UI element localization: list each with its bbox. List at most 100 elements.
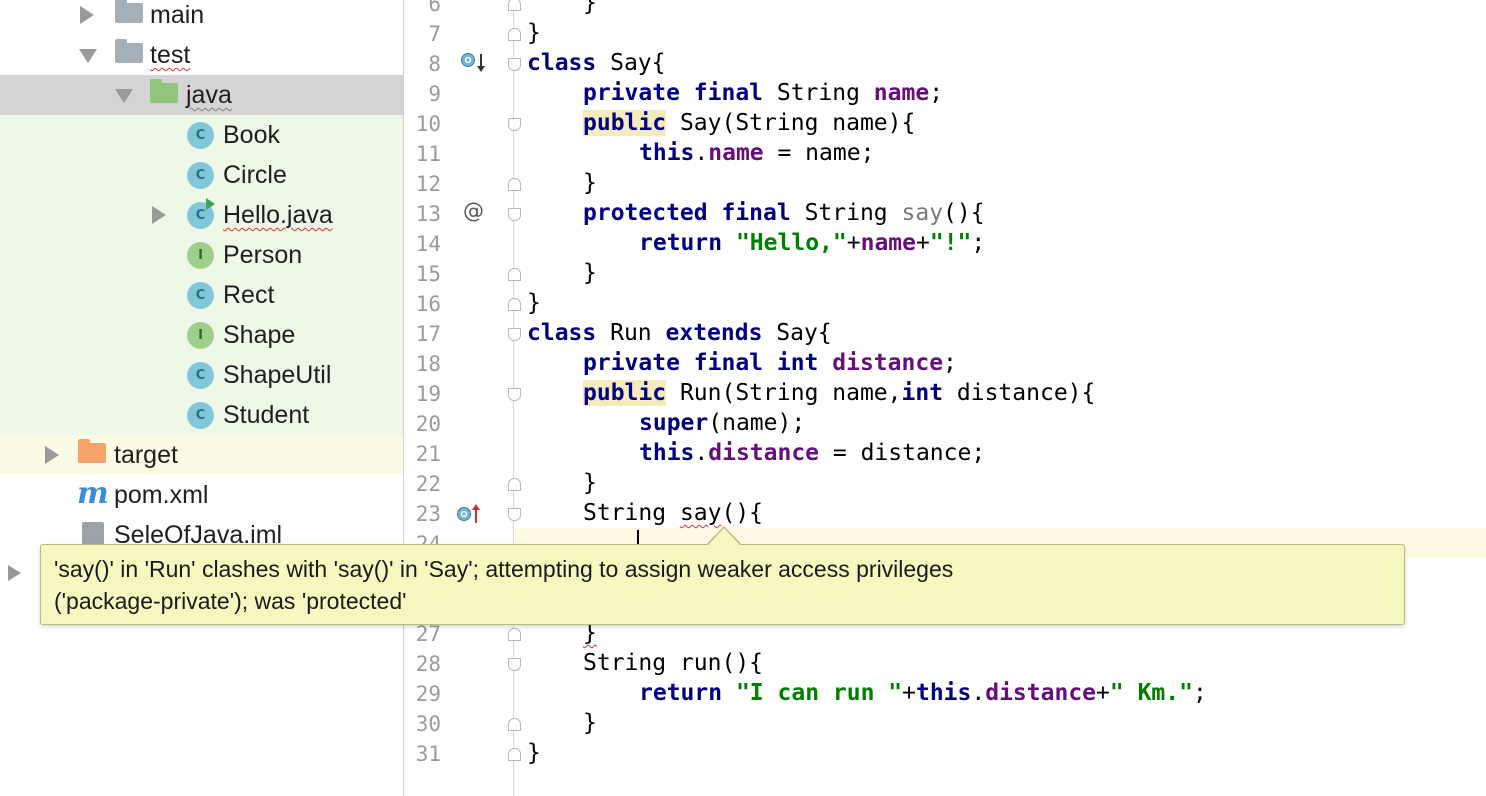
- code-line: public Run(String name,int distance){: [583, 378, 1095, 408]
- code-token: Run: [596, 320, 666, 346]
- fold-marker-icon[interactable]: [508, 748, 521, 761]
- code-line: }: [527, 740, 541, 766]
- tree-item-class[interactable]: C Rect: [0, 275, 403, 315]
- keyword: super: [639, 410, 709, 436]
- line-number: 27: [415, 622, 441, 646]
- expand-arrow-icon[interactable]: [45, 446, 59, 464]
- line-number: 29: [415, 682, 441, 706]
- keyword: private final int: [583, 350, 819, 376]
- string-literal: "Hello,": [735, 230, 847, 256]
- tree-item-label: Shape: [223, 321, 296, 349]
- fold-marker-icon[interactable]: [508, 118, 521, 131]
- code-token: (name);: [708, 410, 806, 436]
- code-token: distance){: [943, 380, 1096, 406]
- fold-marker-icon[interactable]: [508, 58, 521, 71]
- fold-marker-icon[interactable]: [508, 628, 521, 641]
- fold-marker-icon[interactable]: [508, 718, 521, 731]
- code-token: +: [846, 230, 861, 256]
- tree-item-main[interactable]: main: [0, 0, 403, 35]
- keyword: this: [639, 140, 695, 166]
- fold-marker-icon[interactable]: [508, 178, 521, 191]
- keyword: int: [901, 380, 944, 406]
- line-number: 30: [415, 712, 441, 736]
- class-icon: C: [187, 362, 214, 389]
- code-token: .: [971, 680, 986, 706]
- code-line: }: [583, 710, 597, 736]
- tree-item-class[interactable]: C Hello.java: [0, 195, 403, 235]
- fold-marker-icon[interactable]: [508, 298, 521, 311]
- tree-item-label: Book: [223, 121, 280, 149]
- code-line: }: [583, 260, 597, 286]
- line-number: 19: [415, 382, 441, 406]
- tree-item-label: Circle: [223, 161, 287, 189]
- tree-item-pom[interactable]: m pom.xml: [0, 475, 403, 515]
- tree-item-label: main: [150, 1, 205, 29]
- tree-item-class[interactable]: I Person: [0, 235, 403, 275]
- line-number: 7: [428, 22, 441, 46]
- line-number: 21: [415, 442, 441, 466]
- code-line: }: [583, 470, 597, 496]
- keyword: return: [639, 680, 723, 706]
- code-token: Say{: [762, 320, 832, 346]
- code-line: }: [583, 0, 597, 16]
- expand-arrow-icon[interactable]: [152, 206, 166, 224]
- code-token: +: [915, 230, 930, 256]
- tree-item-label: ShapeUtil: [223, 361, 332, 389]
- expand-arrow-icon[interactable]: [8, 565, 21, 581]
- keyword: extends: [665, 320, 763, 346]
- tree-item-test[interactable]: test: [0, 35, 403, 75]
- collapse-arrow-icon[interactable]: [115, 89, 133, 103]
- code-line: class Say{: [527, 48, 666, 78]
- code-token: +: [1096, 680, 1110, 706]
- tree-item-label: Student: [223, 401, 310, 429]
- code-line: return "I can run "+this.distance+" Km."…: [639, 678, 1207, 708]
- expand-arrow-icon[interactable]: [80, 6, 94, 24]
- fold-marker-icon[interactable]: [508, 0, 521, 11]
- line-number: 17: [415, 322, 441, 346]
- fold-marker-icon[interactable]: [508, 208, 521, 221]
- error-method-name[interactable]: say: [679, 500, 722, 526]
- tree-item-class[interactable]: C ShapeUtil: [0, 355, 403, 395]
- tree-item-label: Person: [223, 241, 303, 269]
- tree-item-class[interactable]: C Circle: [0, 155, 403, 195]
- project-tree: main test java C Book C Circle C Hello.j…: [0, 0, 403, 796]
- tree-item-label: pom.xml: [114, 481, 209, 509]
- tree-item-target[interactable]: target: [0, 435, 403, 475]
- code-token: = name;: [763, 140, 875, 166]
- field: distance: [708, 440, 820, 466]
- line-number: 31: [415, 742, 441, 766]
- tree-item-java[interactable]: java: [0, 75, 403, 115]
- error-tooltip: 'say()' in 'Run' clashes with 'say()' in…: [40, 544, 1405, 625]
- fold-marker-icon[interactable]: [508, 508, 521, 521]
- keyword: this: [639, 440, 695, 466]
- line-number: 10: [415, 112, 441, 136]
- code-token: String: [583, 500, 680, 526]
- code-line: super(name);: [639, 408, 805, 438]
- keyword: private final: [583, 80, 764, 106]
- overriding-method-icon[interactable]: [455, 502, 483, 526]
- code-token: Run(String name,: [666, 380, 902, 406]
- code-token: (){: [943, 200, 985, 226]
- overridden-method-icon[interactable]: [460, 52, 488, 76]
- keyword: protected final: [583, 200, 791, 226]
- line-number: 6: [428, 0, 441, 16]
- keyword: return: [639, 230, 723, 256]
- fold-marker-icon[interactable]: [508, 478, 521, 491]
- tree-item-class[interactable]: C Book: [0, 115, 403, 155]
- fold-marker-icon[interactable]: [508, 388, 521, 401]
- fold-marker-icon[interactable]: [508, 28, 521, 41]
- method-name: say: [901, 200, 944, 226]
- code-token: ;: [1192, 680, 1207, 706]
- annotation-icon: @: [463, 199, 484, 223]
- fold-marker-icon[interactable]: [508, 268, 521, 281]
- fold-marker-icon[interactable]: [508, 328, 521, 341]
- line-number: 18: [415, 352, 441, 376]
- tree-item-class[interactable]: I Shape: [0, 315, 403, 355]
- code-line: public Say(String name){: [583, 108, 915, 138]
- tooltip-pointer-fill: [708, 528, 740, 545]
- tree-item-class[interactable]: C Student: [0, 395, 403, 435]
- run-marker-icon: [206, 198, 215, 210]
- collapse-arrow-icon[interactable]: [79, 49, 97, 63]
- interface-icon: I: [187, 242, 214, 269]
- fold-marker-icon[interactable]: [508, 658, 521, 671]
